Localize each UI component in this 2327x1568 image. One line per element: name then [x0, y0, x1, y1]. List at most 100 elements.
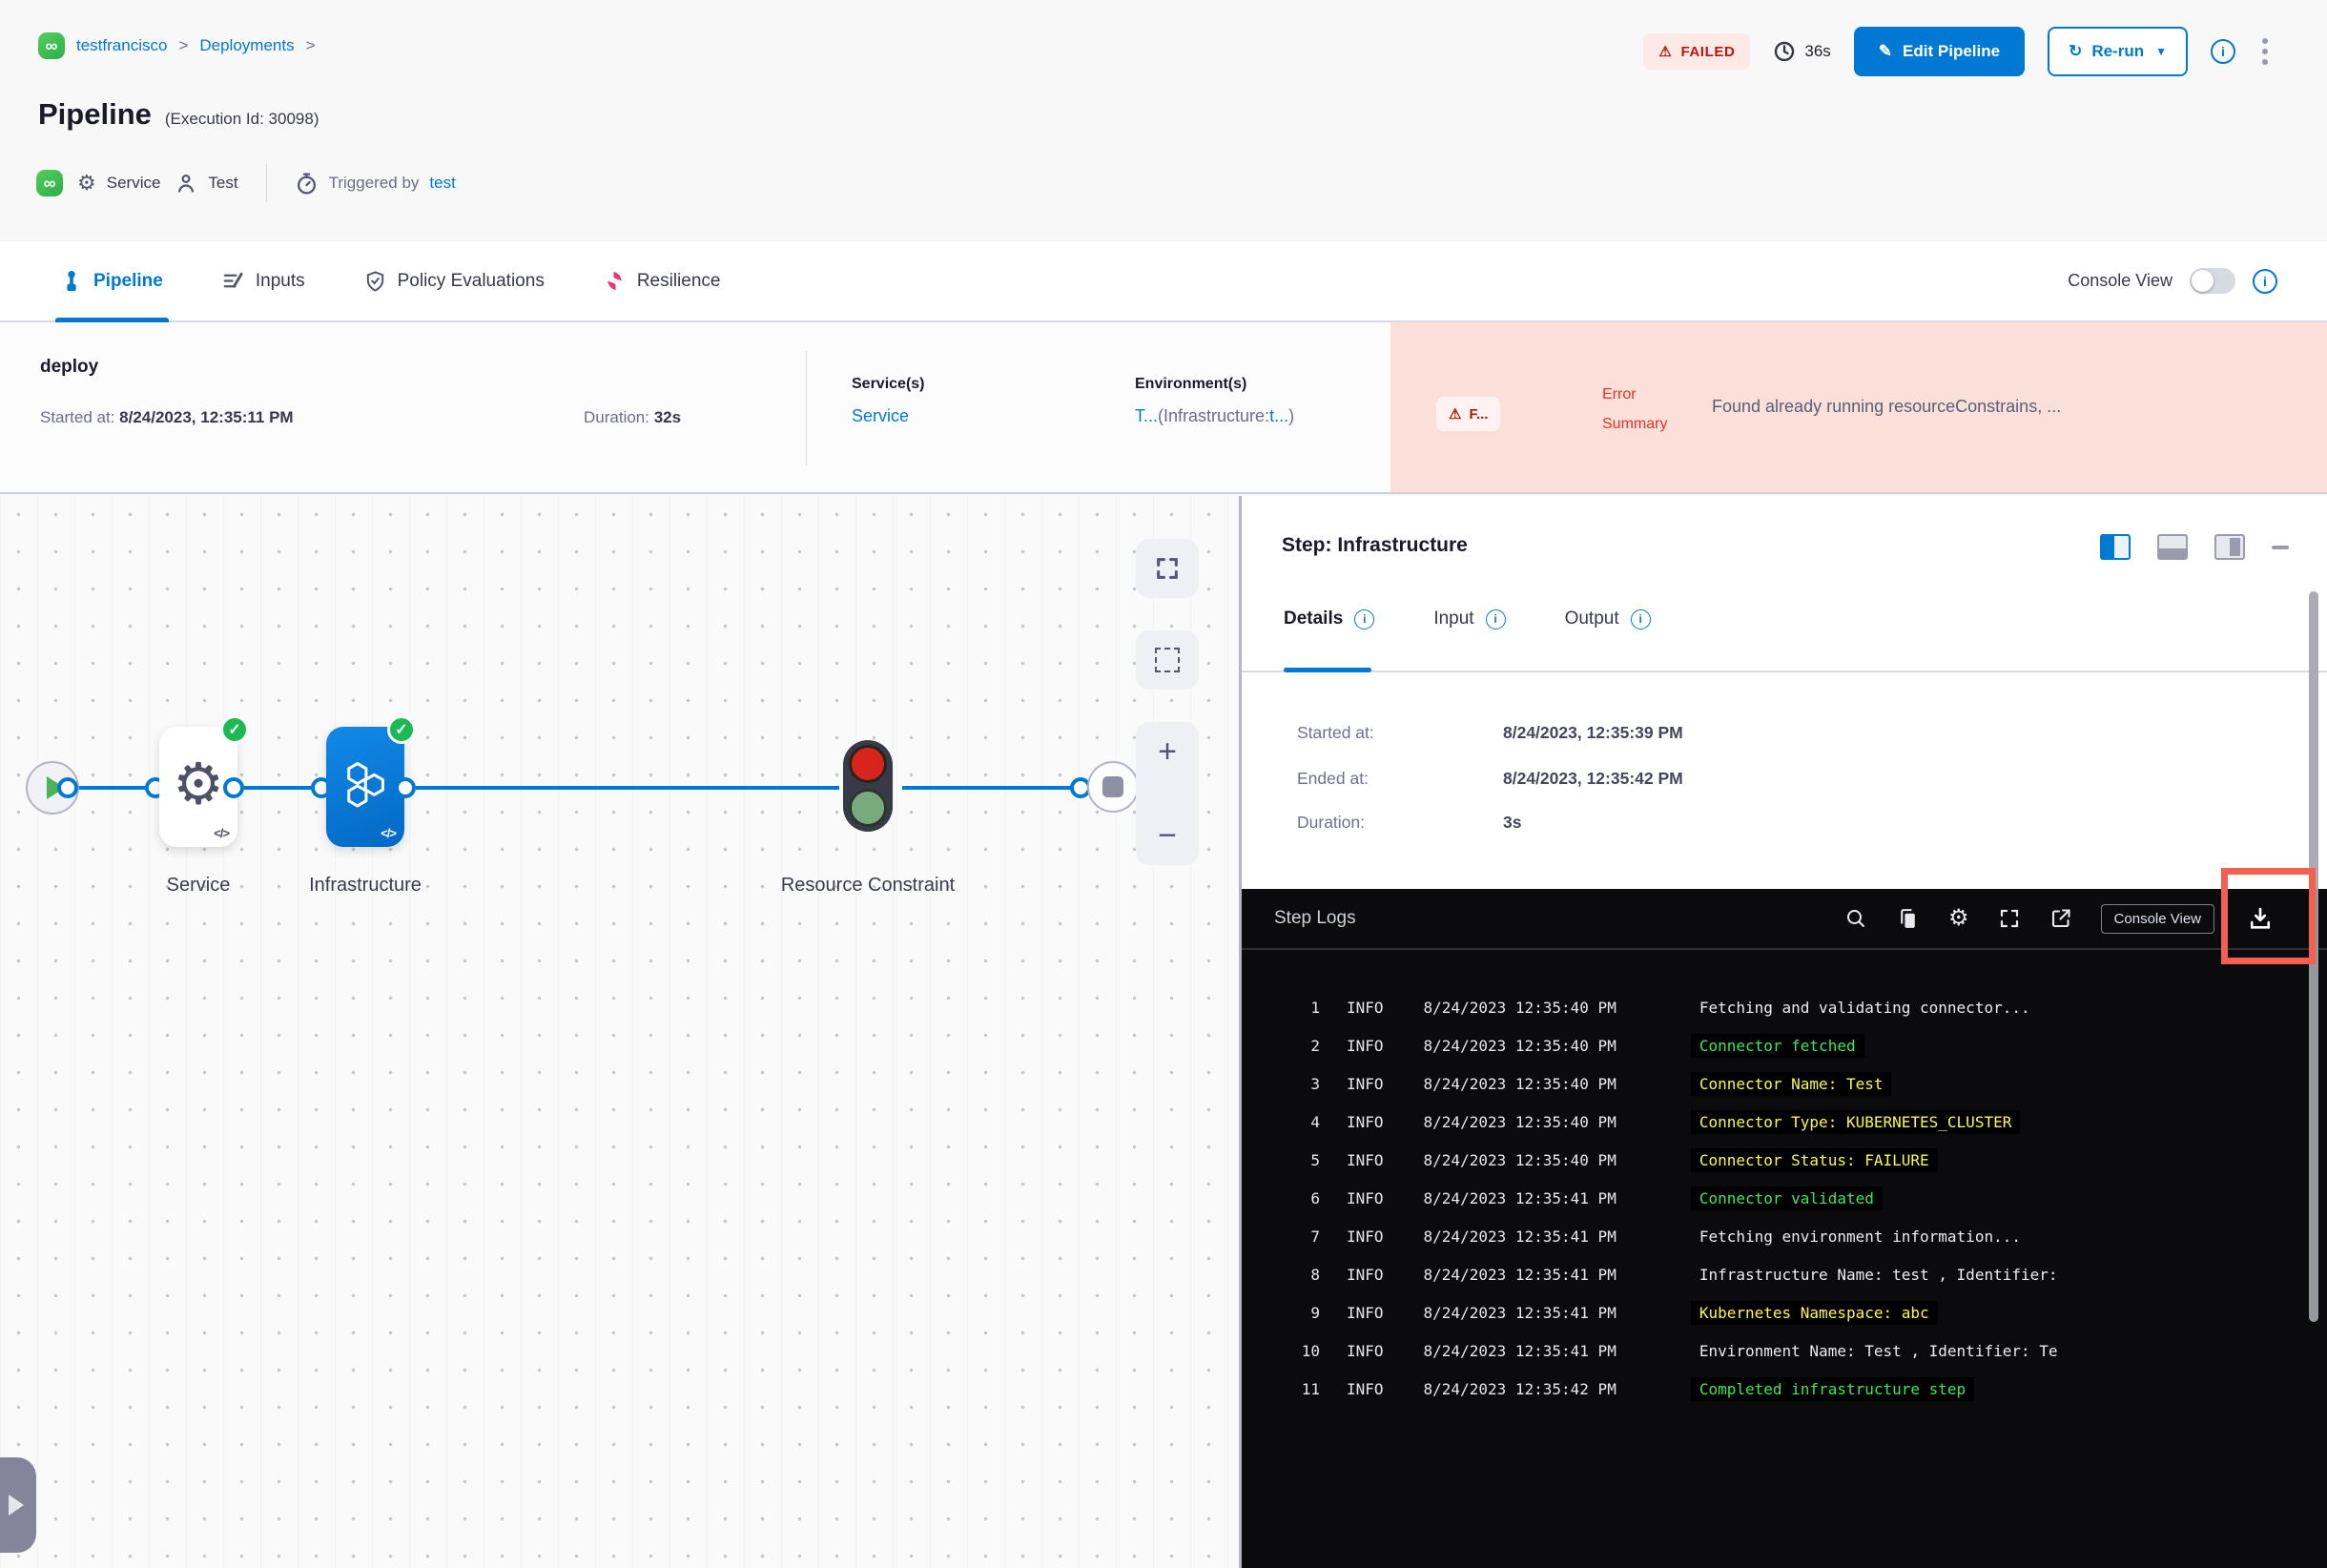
- pipeline-meta: ∞ ⚙ Service Test Triggered by test: [36, 164, 456, 202]
- user-meta[interactable]: Test: [175, 172, 238, 195]
- step-panel-title: Step: Infrastructure: [1282, 534, 1468, 556]
- environment-link[interactable]: T...: [1135, 406, 1159, 425]
- step-logs-title: Step Logs: [1274, 908, 1356, 928]
- tab-resilience[interactable]: Resilience: [604, 241, 720, 320]
- pipeline-canvas[interactable]: ⚙ </> ✓ </> ✓ Service Infrastructure: [0, 496, 1239, 1568]
- console-view-control: Console View i: [2068, 241, 2277, 320]
- breadcrumb-separator: >: [178, 36, 189, 54]
- tab-policy-evaluations[interactable]: Policy Evaluations: [364, 241, 545, 320]
- log-level: INFO: [1347, 1037, 1384, 1055]
- info-icon[interactable]: i: [2253, 268, 2277, 294]
- stage-duration: Duration: 32s: [584, 408, 682, 426]
- logs-fullscreen-button[interactable]: [1998, 907, 2021, 930]
- detail-row: Duration:3s: [1297, 813, 1522, 832]
- canvas-select-button[interactable]: [1136, 630, 1199, 690]
- node-resource-constraint[interactable]: [843, 740, 893, 832]
- canvas-fullscreen-button[interactable]: [1136, 539, 1199, 598]
- node-label: Resource Constraint: [780, 875, 956, 896]
- divider: [265, 164, 267, 202]
- log-message: Connector fetched: [1690, 1034, 1864, 1058]
- elapsed-time: 36s: [1773, 40, 1831, 63]
- header-actions: ⚠ FAILED 36s ✎ Edit Pipeline ↻ Re-run ▼ …: [1643, 27, 2272, 76]
- open-logs-new-tab-button[interactable]: [2049, 907, 2072, 930]
- info-icon[interactable]: i: [1485, 609, 1506, 629]
- zoom-in-button[interactable]: +: [1158, 733, 1177, 770]
- layout-split-right-button[interactable]: [2100, 534, 2131, 560]
- trigger-meta: Triggered by test: [295, 172, 456, 196]
- log-line-number: 10: [1301, 1342, 1320, 1360]
- log-message: Fetching and validating connector...: [1699, 999, 2030, 1017]
- stopwatch-icon: [297, 172, 316, 195]
- layout-panel-right-button[interactable]: [2214, 534, 2245, 560]
- tab-pipeline[interactable]: Pipeline: [55, 241, 169, 322]
- red-light-icon: [849, 745, 887, 783]
- log-line-number: 11: [1301, 1380, 1320, 1398]
- edit-pipeline-button[interactable]: ✎ Edit Pipeline: [1853, 27, 2026, 76]
- log-message: Connector Status: FAILURE: [1690, 1148, 1938, 1172]
- log-level: INFO: [1347, 1228, 1384, 1246]
- zoom-out-button[interactable]: −: [1158, 817, 1177, 854]
- environments-block: Environment(s) T...(Infrastructure:t...): [1135, 376, 1295, 425]
- console-view-button[interactable]: Console View: [2100, 903, 2214, 934]
- service-meta[interactable]: ⚙ Service: [77, 171, 161, 195]
- info-icon[interactable]: i: [2211, 39, 2235, 64]
- step-logs-header: Step Logs ⚙: [1242, 889, 2327, 950]
- download-logs-button[interactable]: [2247, 905, 2274, 932]
- rerun-button[interactable]: ↻ Re-run ▼: [2048, 27, 2188, 76]
- node-infrastructure[interactable]: </> ✓: [326, 715, 416, 847]
- log-timestamp: 8/24/2023 12:35:41 PM: [1423, 1342, 1617, 1360]
- log-level: INFO: [1347, 1380, 1384, 1398]
- warning-icon: ⚠: [1449, 406, 1462, 423]
- error-summary-label: Error Summary: [1602, 386, 1668, 432]
- detail-row: Ended at:8/24/2023, 12:35:42 PM: [1297, 769, 1683, 788]
- console-view-label: Console View: [2068, 271, 2173, 290]
- detail-row: Started at:8/24/2023, 12:35:39 PM: [1297, 723, 1683, 742]
- edge: [416, 786, 839, 790]
- canvas-zoom-controls: + −: [1136, 722, 1199, 865]
- tab-details[interactable]: Details i: [1284, 609, 1375, 629]
- breadcrumb-org-link[interactable]: testfrancisco: [76, 36, 168, 54]
- infrastructure-link[interactable]: t...: [1269, 406, 1289, 425]
- chevron-right-icon: [9, 1495, 24, 1516]
- hexagons-icon: [347, 762, 384, 808]
- gear-icon: ⚙: [173, 752, 224, 816]
- log-message: Connector validated: [1690, 1186, 1883, 1210]
- info-icon[interactable]: i: [1630, 609, 1651, 629]
- breadcrumb-deployments-link[interactable]: Deployments: [199, 36, 295, 54]
- tab-input[interactable]: Input i: [1433, 609, 1506, 629]
- service-link[interactable]: Service: [852, 406, 910, 425]
- minimize-panel-button[interactable]: [2272, 545, 2289, 549]
- more-options-menu[interactable]: [2258, 34, 2272, 69]
- warning-icon: ⚠: [1658, 44, 1673, 60]
- log-line-number: 1: [1310, 999, 1320, 1017]
- nav-tabs: Pipeline Inputs Policy Evaluations Resil…: [0, 241, 720, 322]
- log-timestamp: 8/24/2023 12:35:40 PM: [1423, 1151, 1617, 1169]
- panel-scrollbar[interactable]: [2309, 591, 2318, 1322]
- log-settings-button[interactable]: ⚙: [1948, 907, 1969, 930]
- info-icon[interactable]: i: [1354, 609, 1375, 629]
- expand-panel-handle[interactable]: [0, 1457, 36, 1553]
- tab-output[interactable]: Output i: [1565, 609, 1651, 629]
- search-logs-button[interactable]: [1844, 907, 1867, 930]
- log-message: Kubernetes Namespace: abc: [1690, 1301, 1938, 1325]
- edge-port: [395, 777, 416, 798]
- active-tab-underline: [1284, 668, 1371, 672]
- copy-logs-button[interactable]: [1896, 907, 1920, 931]
- node-service[interactable]: ⚙ </> ✓: [159, 715, 249, 847]
- layout-split-bottom-button[interactable]: [2157, 534, 2188, 560]
- tab-inputs[interactable]: Inputs: [222, 241, 305, 320]
- success-check-icon: ✓: [220, 715, 249, 744]
- log-level: INFO: [1347, 1075, 1384, 1093]
- console-view-toggle[interactable]: [2190, 268, 2235, 294]
- error-status-badge: ⚠ F...: [1436, 397, 1501, 431]
- trigger-user-link[interactable]: test: [429, 174, 456, 192]
- log-line-number: 3: [1310, 1075, 1320, 1093]
